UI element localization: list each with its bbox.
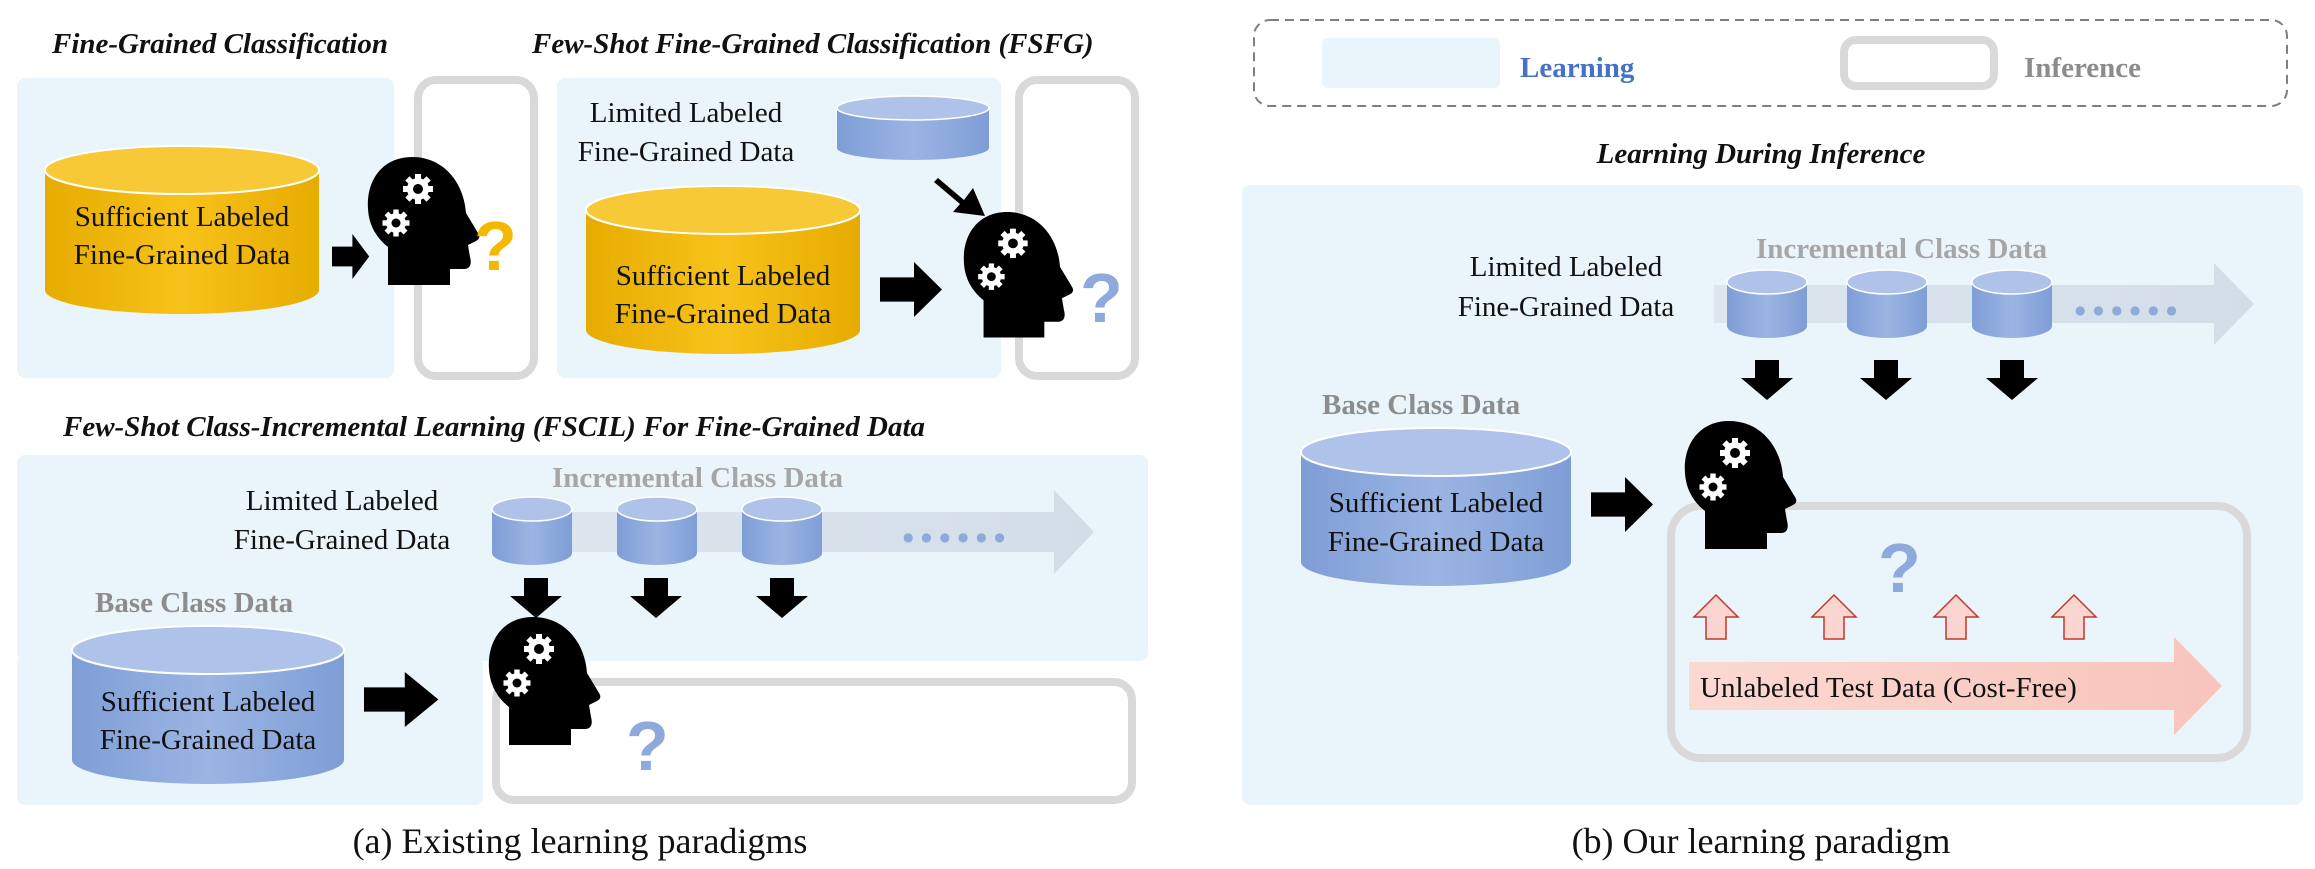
caption-b: (b) Our learning paradigm xyxy=(1572,821,1951,861)
legend-inference-swatch xyxy=(1840,36,1998,90)
fscil-panel: Few-Shot Class-Incremental Learning (FSC… xyxy=(17,411,1148,805)
panel-b-base-cylinder xyxy=(1300,427,1572,586)
fine-grained-title: Fine-Grained Classification xyxy=(51,28,388,60)
panel-b-cylinder-1 xyxy=(1726,269,1808,339)
panel-b-dots: ● ● ● ● ● ● xyxy=(2075,303,2179,317)
panel-b-question-icon: ? xyxy=(1878,529,1921,607)
fsfg-title: Few-Shot Fine-Grained Classification (FS… xyxy=(531,28,1094,60)
panel-b-title: Learning During Inference xyxy=(1596,138,1926,170)
panel-b-unlabeled-arrow xyxy=(1689,637,2222,735)
fsfg-question-icon: ? xyxy=(1080,259,1123,337)
fscil-limited-line2: Fine-Grained Data xyxy=(234,524,451,556)
fscil-incremental-label: Incremental Class Data xyxy=(552,462,844,494)
fscil-cylinder-1 xyxy=(491,496,573,566)
fscil-cylinder-2 xyxy=(616,496,698,566)
fsfg-diagonal-arrow-icon xyxy=(934,178,985,216)
fscil-cylinder-3 xyxy=(741,496,823,566)
fscil-base-label: Base Class Data xyxy=(95,587,294,619)
legend-learning-swatch xyxy=(1322,38,1500,88)
panel-b-cylinder-3 xyxy=(1971,269,2053,339)
fscil-dots: ● ● ● ● ● ● xyxy=(903,530,1007,544)
caption-a: (a) Existing learning paradigms xyxy=(353,821,808,861)
fscil-data-line1: Sufficient Labeled xyxy=(101,686,316,718)
fsfg-data-line2: Fine-Grained Data xyxy=(615,298,832,330)
panel-b-cylinder-2 xyxy=(1846,269,1928,339)
fsfg-panel: Few-Shot Fine-Grained Classification (FS… xyxy=(531,28,1139,380)
fsfg-data-cylinder xyxy=(585,185,861,354)
panel-b-unlabeled-label: Unlabeled Test Data (Cost-Free) xyxy=(1700,672,2077,704)
panel-b: Learning During Inference Incremental Cl… xyxy=(1242,138,2303,805)
fscil-limited-line1: Limited Labeled xyxy=(246,485,439,517)
fscil-data-line2: Fine-Grained Data xyxy=(100,724,317,756)
panel-b-limited-line1: Limited Labeled xyxy=(1470,251,1663,283)
fine-grained-data-cylinder xyxy=(44,145,320,314)
panel-b-limited-line2: Fine-Grained Data xyxy=(1458,291,1675,323)
panel-b-data-line1: Sufficient Labeled xyxy=(1329,487,1544,519)
legend-frame xyxy=(1253,19,2288,107)
fine-grained-question-icon: ? xyxy=(474,207,517,285)
fsfg-limited-cylinder xyxy=(836,95,990,160)
panel-b-data-line2: Fine-Grained Data xyxy=(1328,526,1545,558)
fine-grained-data-line1: Sufficient Labeled xyxy=(75,201,290,233)
fscil-learning-box xyxy=(17,455,1148,661)
fscil-inference-box xyxy=(492,678,1136,804)
fsfg-limited-line2: Fine-Grained Data xyxy=(578,136,795,168)
fine-grained-panel: Fine-Grained Classification Sufficient L… xyxy=(17,28,538,380)
fine-grained-data-line2: Fine-Grained Data xyxy=(74,239,291,271)
fscil-question-icon: ? xyxy=(626,707,669,785)
panel-b-incremental-label: Incremental Class Data xyxy=(1756,233,2048,265)
panel-b-base-label: Base Class Data xyxy=(1322,389,1521,421)
legend: Learning Inference xyxy=(1253,19,2288,107)
panel-b-inference-box xyxy=(1667,502,2251,762)
fsfg-data-line1: Sufficient Labeled xyxy=(616,260,831,292)
legend-learning-label: Learning xyxy=(1520,52,1635,84)
legend-inference-label: Inference xyxy=(2024,52,2141,84)
fscil-title: Few-Shot Class-Incremental Learning (FSC… xyxy=(62,411,925,443)
fsfg-limited-line1: Limited Labeled xyxy=(590,97,783,129)
fscil-base-cylinder xyxy=(71,625,345,784)
